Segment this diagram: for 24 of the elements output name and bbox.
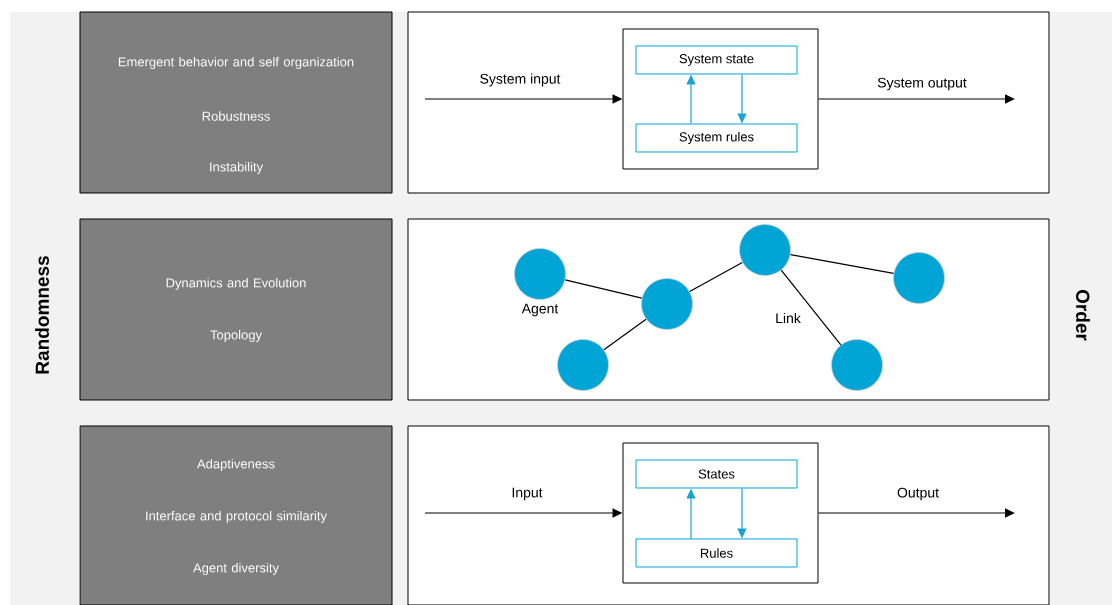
edge-label: System input	[478, 72, 562, 88]
state-box: System state	[635, 45, 798, 75]
link-line	[564, 279, 643, 299]
agent-circle	[739, 224, 791, 276]
feature-box: Adaptiveness Interface and protocol similarity Agent diversity	[79, 425, 393, 605]
agent-label: Agent	[521, 303, 559, 317]
state-box: System rules	[635, 123, 798, 153]
feature-box: Dynamics and Evolution Topology	[79, 218, 393, 401]
agent-circle	[893, 252, 945, 304]
link-line	[780, 269, 842, 346]
arrow	[817, 94, 1015, 104]
state-box: Rules	[635, 538, 798, 568]
agent-circle	[557, 339, 609, 391]
axis-label: Randomness	[35, 256, 49, 374]
arrow	[817, 508, 1015, 518]
axis-label: Order	[1076, 289, 1090, 341]
feature-box: Emergent behavior and self organization Robustness Instability	[79, 11, 393, 194]
agent-circle	[641, 278, 693, 330]
agent-circle	[514, 248, 566, 300]
agent-circle	[831, 339, 883, 391]
state-box: States	[635, 459, 798, 489]
link-line	[689, 261, 743, 293]
link-line	[603, 318, 647, 351]
link-line	[789, 254, 895, 274]
